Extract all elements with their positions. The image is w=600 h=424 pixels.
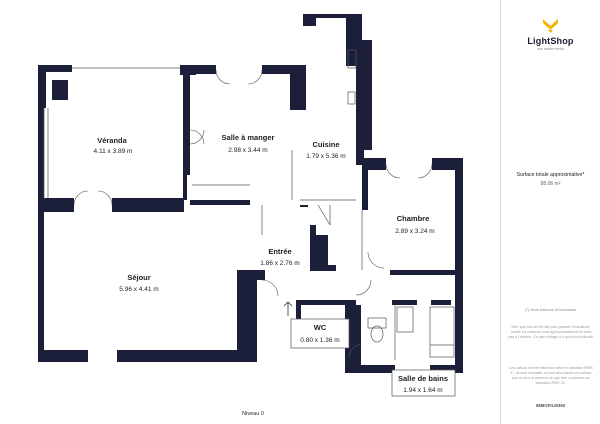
surface-value: 88.06 m² [540, 181, 561, 187]
room-entree-dims: 1.86 x 2.76 m [260, 260, 299, 267]
brand-tagline: real estate media [537, 47, 564, 51]
footnote: (*) Hors balcons et terrasses [525, 307, 576, 312]
disclaimer-2: Les calculs ont été effectués selon le s… [509, 366, 593, 385]
room-veranda-name: Véranda [97, 136, 127, 145]
footer-brand: IMMOFILM360 [535, 403, 566, 408]
room-entree-name: Entrée [268, 247, 291, 256]
room-salle-a-manger-dims: 2.98 x 3.44 m [228, 147, 267, 154]
walls [38, 14, 463, 373]
room-chambre-dims: 2.89 x 3.24 m [395, 228, 434, 235]
room-salle-de-bains-name: Salle de bains [398, 374, 448, 383]
room-sejour-dims: 5.96 x 4.41 m [119, 286, 158, 293]
room-salle-a-manger-name: Salle à manger [222, 133, 275, 142]
surface-title: Surface totale approximative* [516, 172, 585, 178]
legend-sidebar: LightShop real estate media Surface tota… [501, 0, 600, 424]
room-veranda-dims: 4.11 x 3.89 m [94, 148, 133, 155]
room-cuisine-name: Cuisine [312, 140, 339, 149]
thin-lines [43, 49, 455, 360]
room-chambre-name: Chambre [397, 214, 430, 223]
room-cuisine-dims: 1.79 x 5.36 m [306, 153, 345, 160]
lightshop-logo-icon [543, 19, 558, 33]
room-sejour-name: Séjour [127, 273, 150, 282]
disclaimer-1: Bien que tout ait été fait pour garantir… [508, 325, 594, 339]
level-label: Niveau 0 [242, 411, 264, 417]
bath-label-box: Salle de bains 1.94 x 1.64 m [391, 369, 456, 397]
room-wc-name: WC [314, 323, 327, 332]
room-wc-dims: 0.80 x 1.36 m [300, 337, 339, 344]
brand-name: LightShop [527, 36, 574, 46]
room-salle-de-bains-dims: 1.94 x 1.64 m [403, 387, 442, 394]
wc-label-box: WC 0.80 x 1.36 m [290, 318, 350, 349]
sidebar-divider [500, 0, 501, 424]
entry-arrow-icon [283, 301, 293, 316]
door-swings [73, 69, 433, 359]
floor-plan: Véranda 4.11 x 3.89 m Salle à manger 2.9… [38, 14, 463, 417]
room-labels: Véranda 4.11 x 3.89 m Salle à manger 2.9… [94, 133, 435, 417]
